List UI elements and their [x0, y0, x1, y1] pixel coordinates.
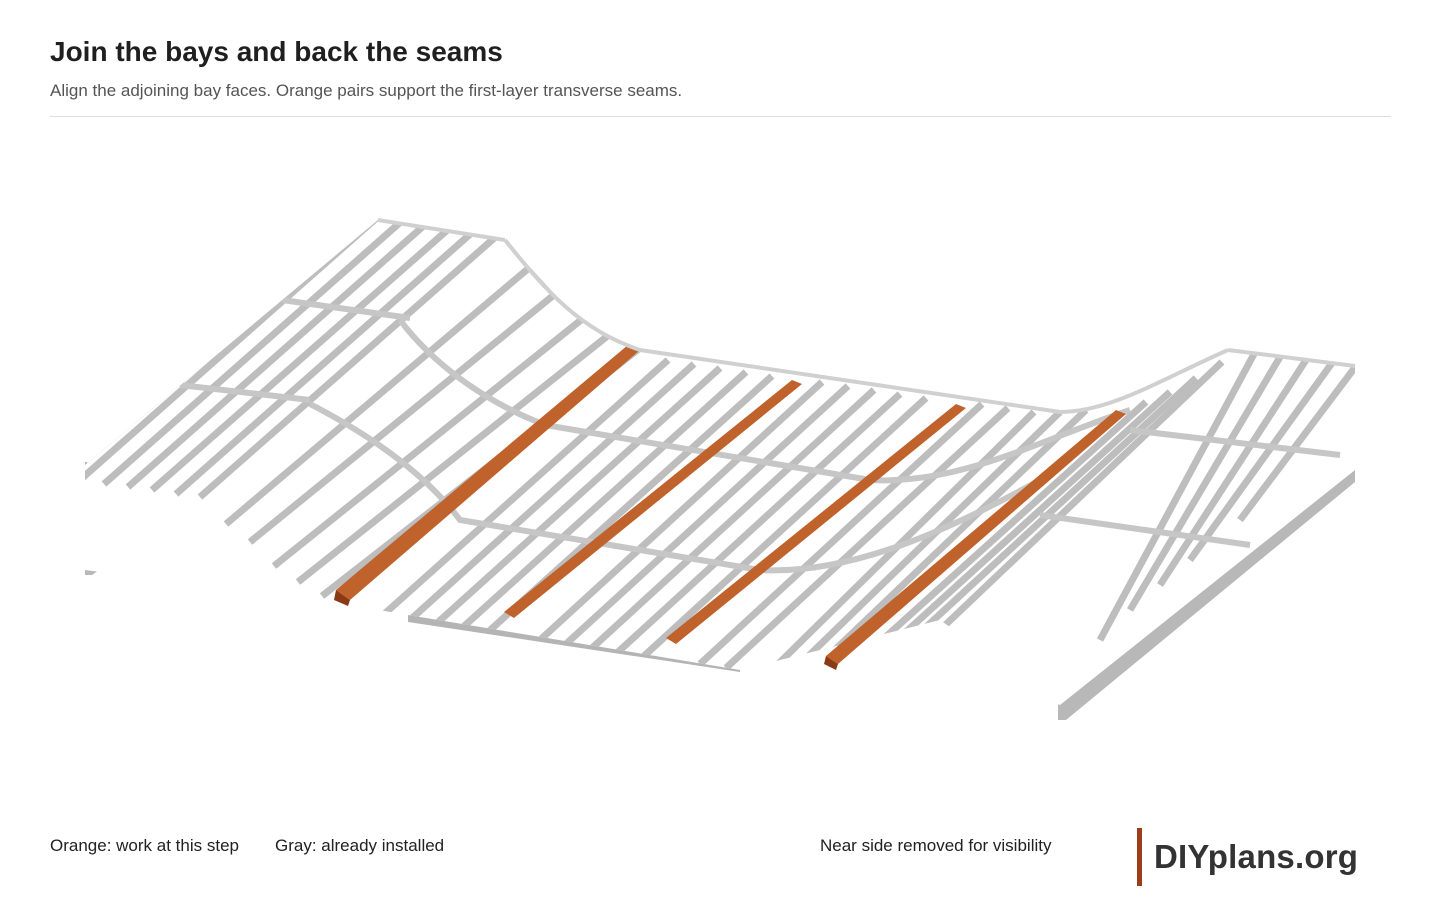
header-divider — [50, 116, 1391, 117]
visibility-note: Near side removed for visibility — [820, 836, 1052, 855]
brand-logo: DIYplans.org — [1137, 828, 1358, 886]
seam-supports-highlighted — [334, 345, 1126, 670]
brand-accent-bar — [1137, 828, 1142, 886]
seam-support-2 — [504, 380, 802, 618]
page-subtitle: Align the adjoining bay faces. Orange pa… — [50, 81, 683, 100]
seam-support-4 — [824, 410, 1126, 670]
page-header: Join the bays and back the seams Align t… — [50, 34, 1391, 102]
seam-support-1 — [334, 345, 640, 606]
legend-orange: Orange: work at this step — [50, 836, 239, 855]
page-title: Join the bays and back the seams — [50, 36, 503, 67]
seam-support-3 — [666, 404, 966, 644]
platform-edges — [377, 218, 1356, 415]
legend-gray: Gray: already installed — [275, 836, 445, 855]
brand-name: DIYplans.org — [1154, 838, 1359, 875]
